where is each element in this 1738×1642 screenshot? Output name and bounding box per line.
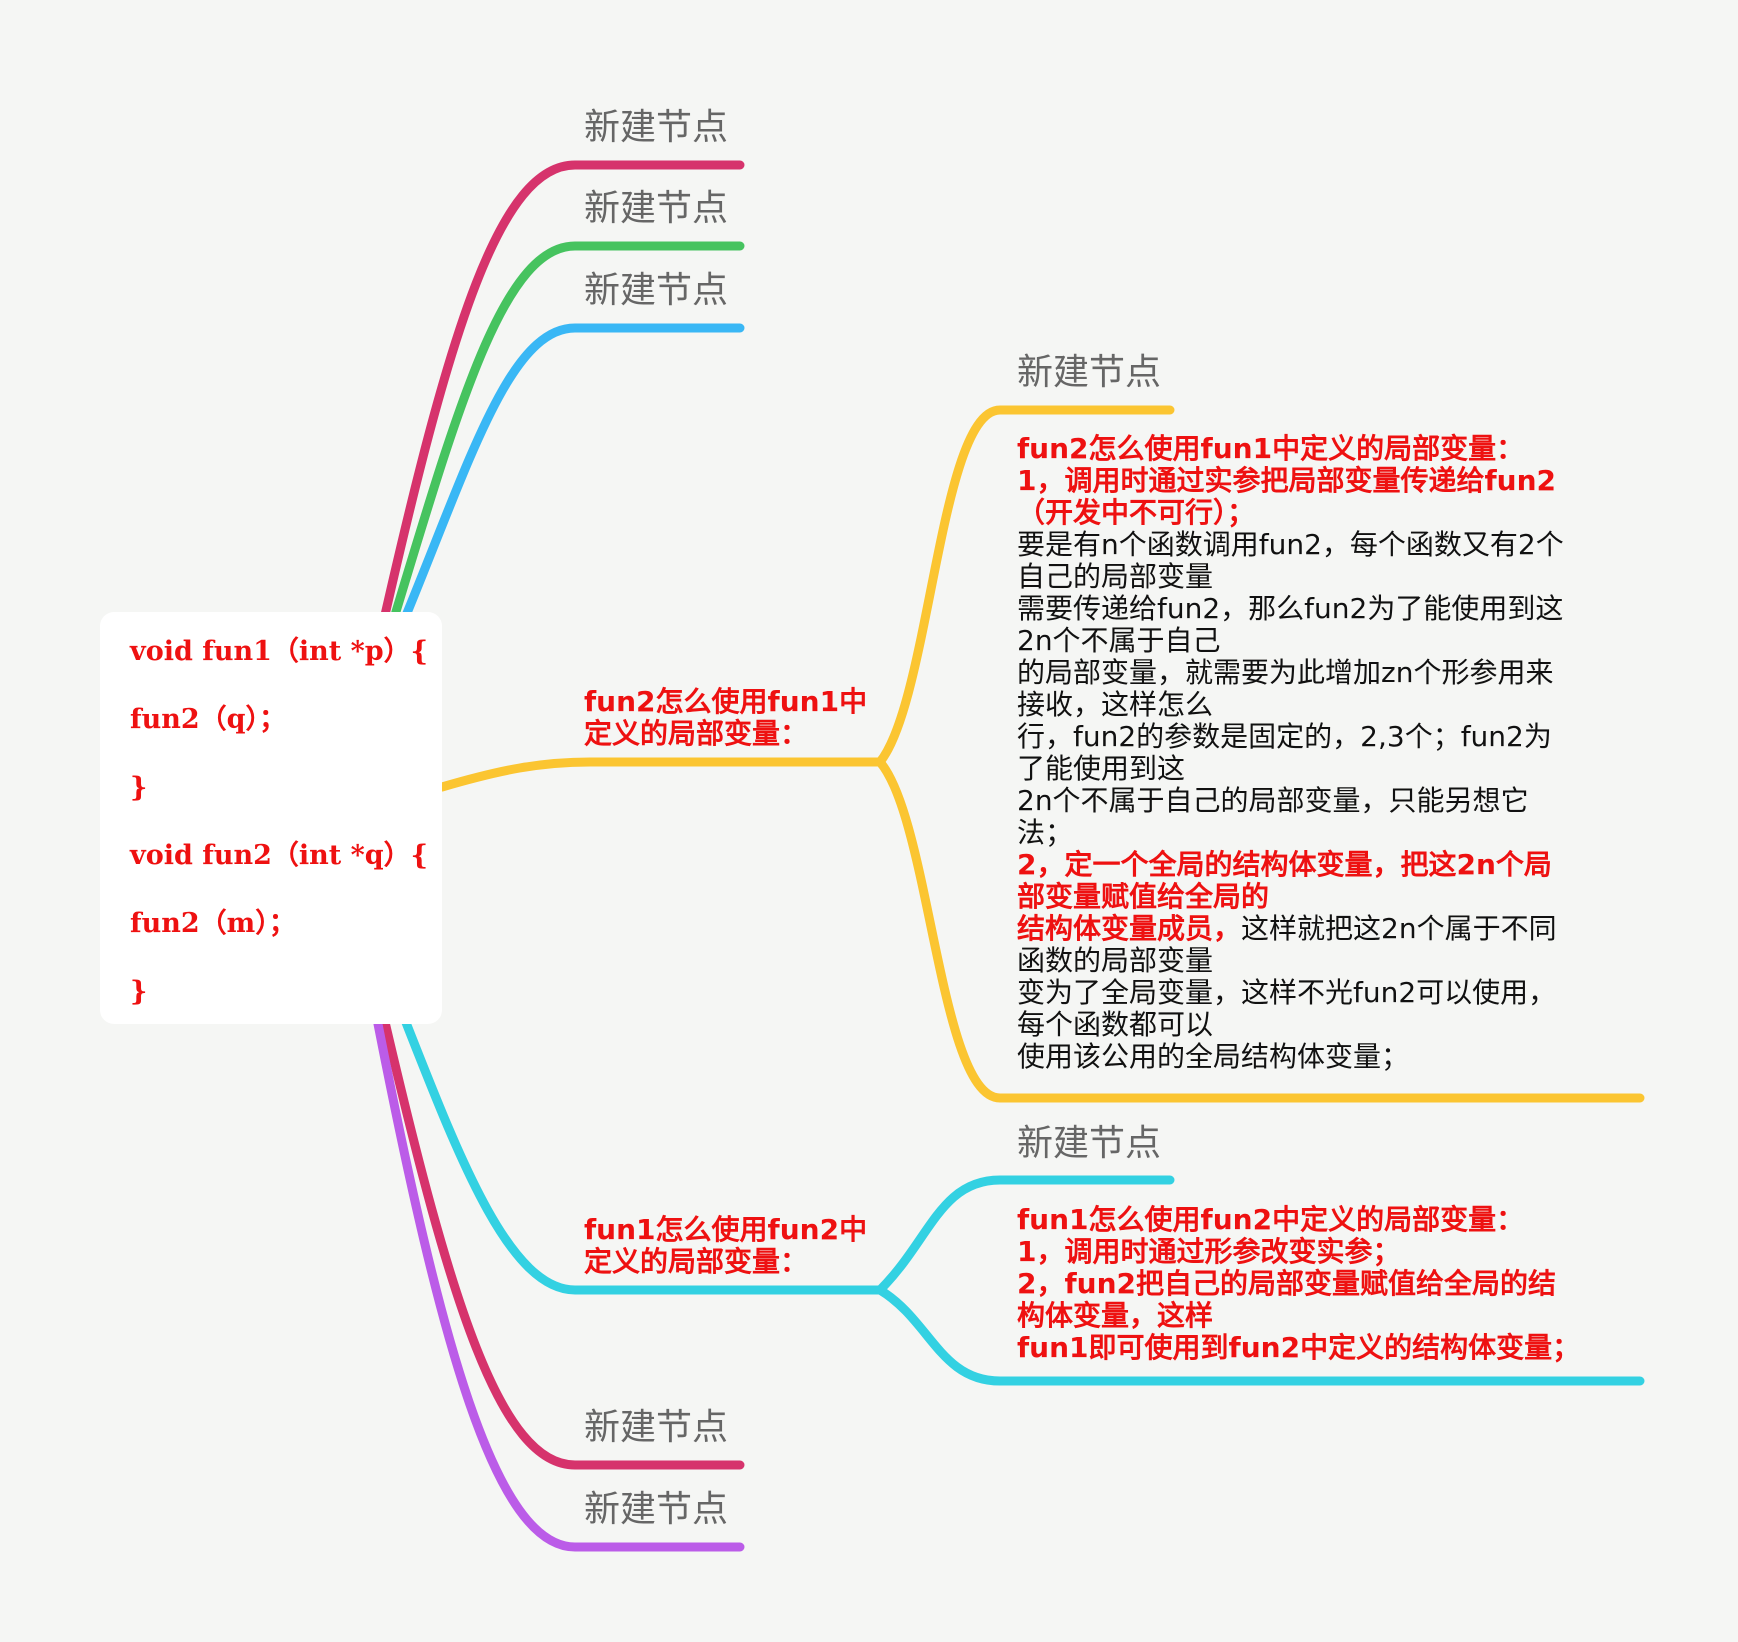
topic-fun2-title-line-2: 定义的局部变量：: [584, 717, 809, 750]
note-line: 部变量赋值给全局的: [1017, 881, 1564, 913]
note-line: 2n个不属于自己的局部变量，只能另想它: [1017, 785, 1564, 817]
note-fun1-explanation[interactable]: fun1怎么使用fun2中定义的局部变量：1，调用时通过形参改变实参；2，fun…: [1017, 1204, 1580, 1364]
central-topic-code[interactable]: void fun1（int *p）{ fun2（q）； } void fun2（…: [100, 612, 442, 1024]
code-line: }: [130, 976, 148, 1007]
note-line: 2，fun2把自己的局部变量赋值给全局的结: [1017, 1268, 1580, 1300]
topic-new-node-top-2[interactable]: 新建节点: [584, 188, 729, 229]
note-text: 了能使用到这: [1017, 752, 1186, 785]
note-text: 的局部变量，就需要为此增加zn个形参用来: [1017, 656, 1554, 689]
note-text: 变为了全局变量，这样不光fun2可以使用，: [1017, 976, 1557, 1009]
note-text-highlight: fun1怎么使用fun2中定义的局部变量：: [1017, 1203, 1525, 1236]
note-text: 行，fun2的参数是固定的，2,3个；fun2为: [1017, 720, 1552, 753]
note-line: 函数的局部变量: [1017, 945, 1564, 977]
note-text: 2n个不属于自己的局部变量，只能另想它: [1017, 784, 1529, 817]
branch-line-fun1: [400, 1015, 885, 1295]
topic-fun2-uses-fun1[interactable]: fun2怎么使用fun1中 定义的局部变量：: [584, 686, 867, 750]
topic-new-node-top-1[interactable]: 新建节点: [584, 107, 729, 148]
note-text: 需要传递给fun2，那么fun2为了能使用到这: [1017, 592, 1564, 625]
note-text: 自己的局部变量: [1017, 560, 1214, 593]
note-line: 要是有n个函数调用fun2，每个函数又有2个: [1017, 529, 1564, 561]
note-text: 2n个不属于自己: [1017, 624, 1221, 657]
note-text-highlight: 部变量赋值给全局的: [1017, 880, 1270, 913]
branch-line-top-2: [390, 241, 745, 620]
note-line: 需要传递给fun2，那么fun2为了能使用到这: [1017, 593, 1564, 625]
note-text: 每个函数都可以: [1017, 1008, 1214, 1041]
note-line: 自己的局部变量: [1017, 561, 1564, 593]
branch-line-top-3: [400, 323, 745, 623]
branch-line-fun1-child: [875, 1175, 1175, 1295]
note-line: 1，调用时通过实参把局部变量传递给fun2: [1017, 465, 1564, 497]
note-line: fun1怎么使用fun2中定义的局部变量：: [1017, 1204, 1580, 1236]
note-line: 行，fun2的参数是固定的，2,3个；fun2为: [1017, 721, 1564, 753]
branch-line-bottom-2: [373, 1019, 745, 1552]
branch-line-top-1: [380, 160, 745, 620]
note-text-highlight: fun1即可使用到fun2中定义的结构体变量；: [1017, 1331, 1581, 1364]
note-line: fun1即可使用到fun2中定义的结构体变量；: [1017, 1332, 1580, 1364]
note-line: 1，调用时通过形参改变实参；: [1017, 1236, 1580, 1268]
note-text-highlight: fun2怎么使用fun1中定义的局部变量：: [1017, 432, 1525, 465]
topic-new-node-fun1-child[interactable]: 新建节点: [1017, 1123, 1162, 1164]
note-text-highlight: 1，调用时通过实参把局部变量传递给fun2: [1017, 464, 1557, 497]
note-text: 函数的局部变量: [1017, 944, 1214, 977]
note-text-highlight: 2，定一个全局的结构体变量，把这2n个局: [1017, 848, 1552, 881]
note-line: 的局部变量，就需要为此增加zn个形参用来: [1017, 657, 1564, 689]
note-text-highlight: （开发中不可行）；: [1017, 496, 1256, 529]
note-line: （开发中不可行）；: [1017, 497, 1564, 529]
topic-new-node-fun2-child[interactable]: 新建节点: [1017, 352, 1162, 393]
topic-fun2-title-line-1: fun2怎么使用fun1中: [584, 685, 868, 718]
branch-line-fun2-child: [875, 405, 1175, 767]
note-text: 使用该公用的全局结构体变量；: [1017, 1040, 1410, 1073]
code-line: }: [130, 772, 148, 803]
note-text-highlight: 1，调用时通过形参改变实参；: [1017, 1235, 1401, 1268]
code-line: fun2（q）；: [130, 704, 287, 735]
code-line: fun2（m）；: [130, 908, 296, 939]
note-fun2-explanation[interactable]: fun2怎么使用fun1中定义的局部变量：1，调用时通过实参把局部变量传递给fu…: [1017, 433, 1564, 1073]
branch-line-fun2-note: [875, 757, 1645, 1103]
code-line: void fun2（int *q）{: [130, 840, 429, 871]
note-line: 法；: [1017, 817, 1564, 849]
note-text: 这样就把这2n个属于不同: [1241, 912, 1557, 945]
branch-line-bottom-1: [380, 1017, 745, 1470]
code-line: void fun1（int *p）{: [130, 636, 429, 667]
note-line: 结构体变量成员，这样就把这2n个属于不同: [1017, 913, 1564, 945]
note-text: 法；: [1017, 816, 1074, 849]
note-text: 要是有n个函数调用fun2，每个函数又有2个: [1017, 528, 1564, 561]
note-line: 2n个不属于自己: [1017, 625, 1564, 657]
note-line: fun2怎么使用fun1中定义的局部变量：: [1017, 433, 1564, 465]
topic-fun1-title-line-1: fun1怎么使用fun2中: [584, 1213, 868, 1246]
note-text-highlight: 2，fun2把自己的局部变量赋值给全局的结: [1017, 1267, 1557, 1300]
note-line: 构体变量，这样: [1017, 1300, 1580, 1332]
note-text-highlight: 构体变量，这样: [1017, 1299, 1214, 1332]
note-text-highlight: 结构体变量成员，: [1017, 912, 1242, 945]
topic-new-node-top-3[interactable]: 新建节点: [584, 270, 729, 311]
note-line: 使用该公用的全局结构体变量；: [1017, 1041, 1564, 1073]
branch-line-fun1-note: [875, 1285, 1645, 1386]
topic-new-node-bottom-1[interactable]: 新建节点: [584, 1407, 729, 1448]
branch-line-fun2: [437, 757, 885, 792]
note-line: 了能使用到这: [1017, 753, 1564, 785]
topic-new-node-bottom-2[interactable]: 新建节点: [584, 1489, 729, 1530]
note-line: 接收，这样怎么: [1017, 689, 1564, 721]
note-line: 2，定一个全局的结构体变量，把这2n个局: [1017, 849, 1564, 881]
note-line: 每个函数都可以: [1017, 1009, 1564, 1041]
note-text: 接收，这样怎么: [1017, 688, 1214, 721]
topic-fun1-uses-fun2[interactable]: fun1怎么使用fun2中 定义的局部变量：: [584, 1214, 867, 1278]
note-line: 变为了全局变量，这样不光fun2可以使用，: [1017, 977, 1564, 1009]
topic-fun1-title-line-2: 定义的局部变量：: [584, 1245, 809, 1278]
